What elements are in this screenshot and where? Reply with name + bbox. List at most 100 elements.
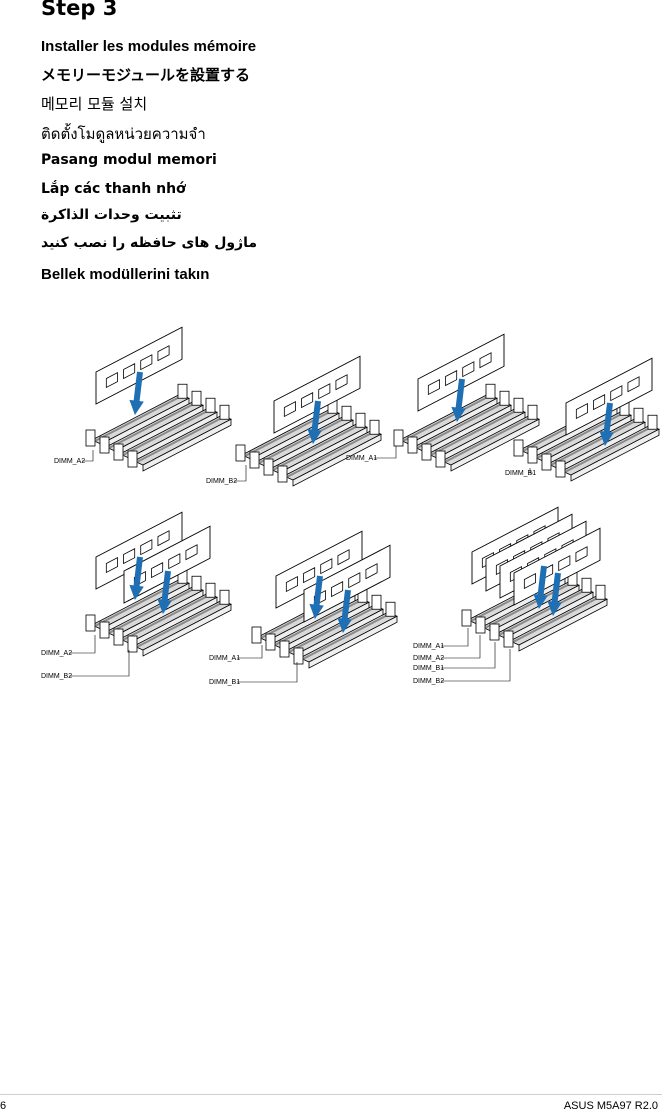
slot-latch [595,584,606,600]
insert-arrow [161,570,171,606]
slot-side [308,615,398,669]
slot-latch [219,589,230,605]
slot-latch [393,429,404,447]
dimm-label: DIMM_B1 [413,665,444,672]
slot-latch [503,630,514,648]
instruction-turkish: Bellek modüllerini takın [41,266,210,283]
memory-module [273,355,361,434]
label-leader [82,450,94,462]
slot-side [142,418,232,472]
arrow-head [533,593,548,609]
slot-latch [279,640,290,658]
memory-module [123,525,211,604]
memory-chip [157,345,170,362]
instruction-persian: ماژول های حافظه را نصب کنید [41,235,258,251]
slot-latch [263,458,274,476]
dimm-label: DIMM_B2 [41,673,72,680]
dimm-label: DIMM_B2 [413,678,444,685]
instruction-thai: ติดตั้งโมดูลหน่วยความจำ [41,125,206,143]
dimm-label: DIMM_B1 [209,679,240,686]
memory-chip [301,392,314,409]
slot-groove [416,401,506,449]
memory-chip [575,546,588,563]
memory-chip [558,555,571,572]
set-a1: DIMM_A1 [346,333,540,472]
slot-groove [94,394,184,442]
memory-chip [140,354,153,371]
slot-groove [258,416,348,464]
slot-latch [489,623,500,641]
insert-arrow [537,565,547,601]
label-leader [441,642,496,669]
label-leader [441,649,511,682]
memory-chip [285,576,298,593]
memory-chip [140,539,153,556]
slot-latch [85,614,96,632]
slot-latch [633,407,644,423]
page-number: 6 [0,1100,7,1112]
slot-latch [527,404,538,420]
arrow-head [307,428,322,444]
instruction-korean: 메모리 모듈 설치 [41,95,148,113]
memory-chip [185,544,198,561]
slot-latch [581,577,592,593]
slot-groove [122,593,212,641]
slot-latch [513,439,524,457]
slot-latch [205,397,216,413]
memory-chip [479,352,492,369]
insert-arrow [311,400,321,436]
slot-groove [136,415,226,463]
arrow-head [129,584,144,600]
dimm-label: DIMM_A2 [54,458,85,465]
slot-latch [191,390,202,406]
slot-latch [369,419,380,435]
memory-chip [627,376,640,393]
slot-latch [265,633,276,651]
slot-groove [498,588,588,636]
set-a2: DIMM_A2 [54,326,232,472]
slot-groove [108,586,198,634]
label-leader [237,645,263,659]
memory-chip [331,581,344,598]
slot-latch [205,582,216,598]
memory-module [95,326,183,405]
slot-latch [251,626,262,644]
slot-latch [99,621,110,639]
slot-groove [108,401,198,449]
memory-chip [593,394,606,411]
instruction-vietnamese: Lắp các thanh nhớ [41,181,186,197]
memory-chip [151,562,164,579]
slot-latch [85,429,96,447]
slot-latch [421,443,432,461]
slot-latch [113,628,124,646]
memory-module [303,544,391,623]
dimm-label: DIMM_A2 [413,655,444,662]
memory-chip [123,548,136,565]
label-leader [441,635,481,659]
memory-installation-illustration: DIMM_A2DIMM_B2DIMM_A1DIMM_B1DIMM_A2DIMM_… [41,326,660,686]
memory-chip [337,549,350,566]
label-leader [69,635,96,654]
dimm-label: DIMM_A1 [413,643,444,650]
label-leader [529,468,533,474]
product-name: ASUS M5A97 R2.0 [563,1100,658,1112]
memory-chip [575,403,588,420]
slot-latch [527,446,538,464]
insert-arrow [603,402,613,438]
slot-latch [555,460,566,478]
label-leader [69,650,130,677]
slot-groove [288,605,378,653]
memory-chip [168,553,181,570]
step-heading: Step 3 [41,0,118,20]
slot-latch [219,404,230,420]
memory-chip [303,567,316,584]
slot-latch [341,405,352,421]
slot-groove [272,423,362,471]
slot-side [142,603,232,657]
memory-chip [105,372,118,389]
memory-chip [123,363,136,380]
memory-module [513,527,601,606]
slot-groove [136,600,226,648]
